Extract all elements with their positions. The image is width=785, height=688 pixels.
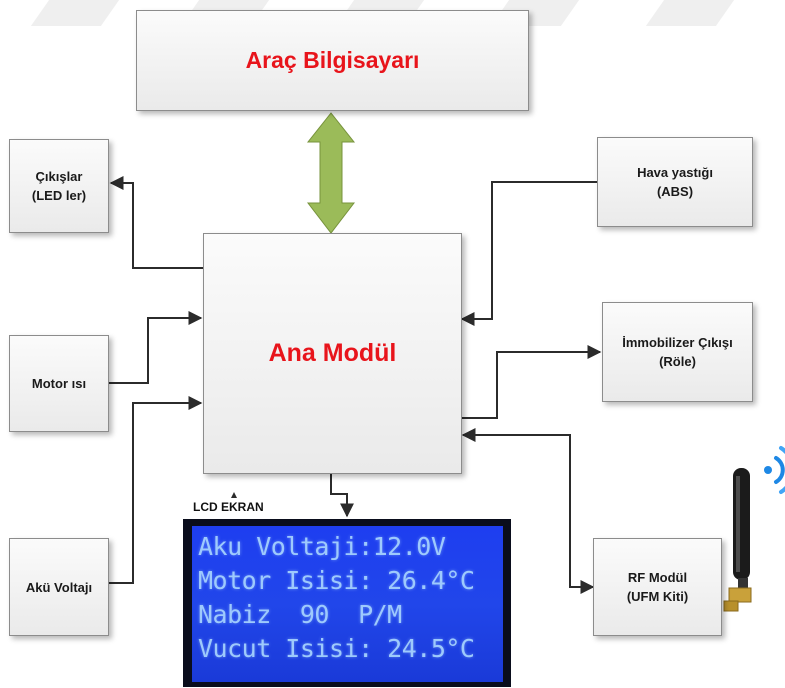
- vehicle-computer-label: Araç Bilgisayarı: [245, 47, 420, 73]
- airbag-label: Hava yastığı: [637, 165, 713, 180]
- vehicle-computer-box: Araç Bilgisayarı: [136, 10, 529, 111]
- connector-battery: [109, 396, 203, 584]
- bidirectional-arrow: [306, 112, 356, 234]
- lcd-display-area: Aku Voltaji:12.0V Motor Isisi: 26.4°C Na…: [192, 526, 503, 682]
- lcd-line-motor-temp: Motor Isisi: 26.4°C: [198, 566, 475, 595]
- airbag-sublabel: (ABS): [656, 184, 694, 199]
- connector-outputs: [109, 176, 203, 269]
- connector-lcd: [330, 474, 354, 518]
- motor-temp-box: Motor ısı: [9, 335, 109, 432]
- lcd-screen-label: LCD EKRAN: [193, 500, 264, 514]
- connector-airbag: [460, 181, 597, 326]
- immobilizer-sublabel: (Röle): [659, 354, 696, 369]
- main-module-label: Ana Modül: [268, 339, 397, 367]
- rf-module-label: RF Modül: [627, 570, 688, 585]
- rf-antenna-icon: [723, 468, 752, 612]
- wireless-signal-icon: [764, 446, 785, 494]
- immobilizer-label: İmmobilizer Çıkışı: [622, 335, 733, 350]
- battery-voltage-box: Akü Voltajı: [9, 538, 109, 636]
- connector-immobilizer: [462, 345, 602, 419]
- lcd-line-battery-voltage: Aku Voltaji:12.0V: [198, 532, 446, 561]
- lcd-screen: Aku Voltaji:12.0V Motor Isisi: 26.4°C Na…: [183, 519, 511, 687]
- outputs-leds-box: Çıkışlar (LED ler): [9, 139, 109, 233]
- small-arrow-mark: [231, 492, 237, 498]
- outputs-label: Çıkışlar: [35, 169, 83, 184]
- battery-voltage-label: Akü Voltajı: [25, 579, 93, 595]
- motor-temp-label: Motor ısı: [31, 376, 87, 391]
- main-module-box: Ana Modül: [203, 233, 462, 474]
- connector-motor: [109, 311, 203, 384]
- connector-rf: [461, 428, 595, 594]
- rf-module-sublabel: (UFM Kiti): [626, 589, 689, 604]
- outputs-sublabel: (LED ler): [31, 188, 87, 203]
- airbag-box: Hava yastığı (ABS): [597, 137, 753, 227]
- rf-module-box: RF Modül (UFM Kiti): [593, 538, 722, 636]
- lcd-line-body-temp: Vucut Isisi: 24.5°C: [198, 634, 475, 663]
- lcd-line-pulse: Nabiz 90 P/M: [198, 600, 402, 629]
- immobilizer-box: İmmobilizer Çıkışı (Röle): [602, 302, 753, 402]
